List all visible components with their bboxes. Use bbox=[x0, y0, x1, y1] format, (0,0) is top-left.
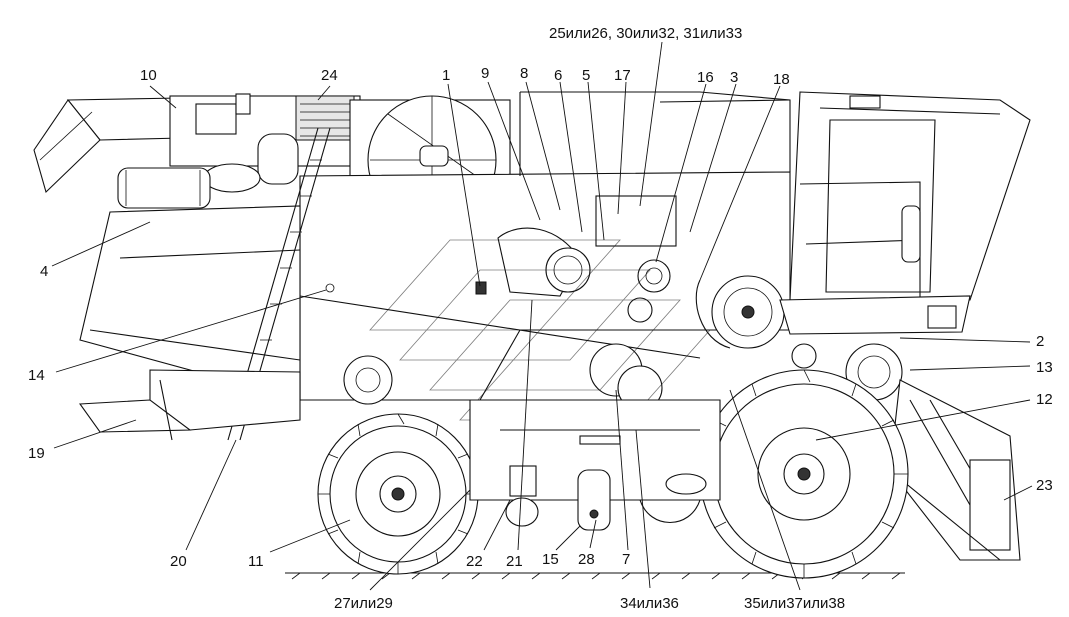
callout-21: 21 bbox=[506, 553, 523, 570]
callout-labels: 10 24 1 9 8 6 5 17 16 3 18 25или26, 30ил… bbox=[28, 25, 1053, 612]
callout-4: 4 bbox=[40, 263, 48, 280]
leader-lines bbox=[51, 41, 1033, 591]
callout-8: 8 bbox=[520, 65, 528, 82]
engine-compartment bbox=[169, 93, 361, 193]
drive-pulleys bbox=[343, 195, 903, 411]
front-wheel bbox=[699, 369, 909, 579]
callout-3: 3 bbox=[730, 69, 738, 86]
callout-12: 12 bbox=[1036, 391, 1053, 408]
callout-28: 28 bbox=[578, 551, 595, 568]
unloading-auger bbox=[33, 97, 183, 194]
callout-11: 11 bbox=[248, 553, 264, 570]
callout-15: 15 bbox=[542, 551, 559, 568]
callout-25-26-30-32-31-33: 25или26, 30или32, 31или33 bbox=[549, 25, 742, 42]
rear-wheel bbox=[317, 413, 479, 575]
callout-5: 5 bbox=[582, 67, 590, 84]
callout-24: 24 bbox=[321, 67, 338, 84]
callout-7: 7 bbox=[622, 551, 630, 568]
callout-16: 16 bbox=[697, 69, 714, 86]
operator-cab bbox=[779, 91, 1031, 335]
straw-chopper bbox=[78, 369, 301, 441]
callout-13: 13 bbox=[1036, 359, 1053, 376]
callout-9: 9 bbox=[481, 65, 489, 82]
callout-23: 23 bbox=[1036, 477, 1053, 494]
callout-35-37-38: 35или37или38 bbox=[744, 595, 845, 612]
callout-18: 18 bbox=[773, 71, 790, 88]
callout-10: 10 bbox=[140, 67, 157, 84]
lower-frame bbox=[469, 399, 721, 531]
callout-22: 22 bbox=[466, 553, 483, 570]
fuel-tank bbox=[117, 167, 211, 209]
callout-27-29: 27или29 bbox=[334, 595, 393, 612]
ground-hatch bbox=[291, 572, 901, 580]
callout-19: 19 bbox=[28, 445, 45, 462]
callout-20: 20 bbox=[170, 553, 187, 570]
callout-1: 1 bbox=[442, 67, 450, 84]
callout-6: 6 bbox=[554, 67, 562, 84]
callout-34-36: 34или36 bbox=[620, 595, 679, 612]
callout-2: 2 bbox=[1036, 333, 1044, 350]
callout-14: 14 bbox=[28, 367, 45, 384]
callout-17: 17 bbox=[614, 67, 631, 84]
